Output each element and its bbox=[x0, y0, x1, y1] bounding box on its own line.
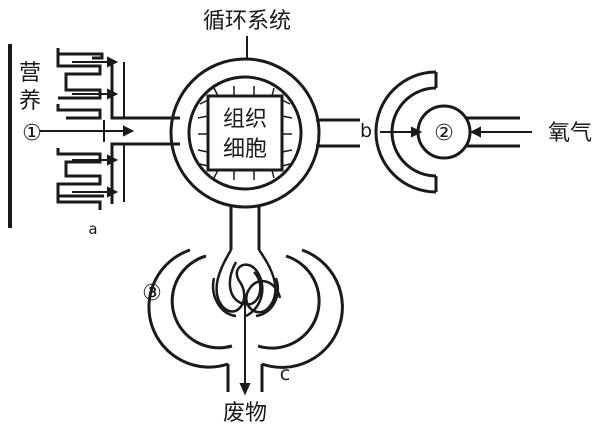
kidney-outer-right bbox=[261, 248, 344, 369]
ring-inner bbox=[187, 75, 303, 191]
tissue-hatching bbox=[197, 86, 293, 180]
marker-1: ① bbox=[22, 121, 42, 146]
waste-label: 废物 bbox=[223, 401, 267, 426]
tissue-label-1: 组织 bbox=[223, 107, 267, 132]
oxygen-label: 氧气 bbox=[548, 121, 592, 146]
glomerulus bbox=[211, 249, 282, 318]
circulation-system-label: 循环系统 bbox=[203, 9, 291, 34]
nutrition-arrows bbox=[40, 56, 135, 198]
tissue-cell-box bbox=[197, 86, 293, 180]
label-a: a bbox=[88, 220, 97, 238]
villus-bottom-0 bbox=[56, 188, 104, 198]
label-c: c bbox=[280, 363, 290, 385]
waste-arrow bbox=[239, 300, 251, 396]
kidney-outer-left bbox=[147, 248, 229, 369]
nutrition-organ bbox=[8, 44, 180, 228]
nutrition-label-2: 养 bbox=[19, 89, 41, 114]
nutrition-label-1: 营 bbox=[19, 61, 41, 86]
villus-top-0 bbox=[58, 52, 104, 60]
lung-arrows bbox=[380, 126, 532, 138]
lung-outer bbox=[374, 70, 437, 194]
villus-top-1 bbox=[56, 48, 102, 100]
absorb-vessel-upper bbox=[110, 60, 180, 120]
absorb-vessel-lower bbox=[110, 142, 180, 204]
marker-3: ③ bbox=[142, 281, 162, 306]
circulation-ring bbox=[124, 57, 360, 250]
villus-bottom-1 bbox=[56, 148, 102, 210]
kidney-organ bbox=[147, 248, 344, 392]
tissue-label-2: 细胞 bbox=[223, 137, 267, 162]
marker-2: ② bbox=[434, 121, 454, 146]
label-b: b bbox=[360, 120, 372, 142]
kidney-inner-left bbox=[170, 254, 233, 350]
ring-outer bbox=[169, 57, 321, 209]
villus-mid-1 bbox=[56, 104, 102, 120]
kidney-inner-right bbox=[257, 254, 321, 350]
